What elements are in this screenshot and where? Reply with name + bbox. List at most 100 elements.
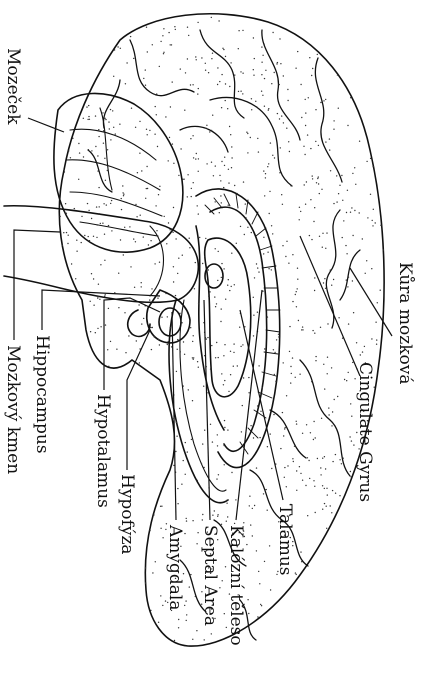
stipple-dot	[157, 146, 158, 147]
stipple-dot	[168, 160, 169, 161]
stipple-dot	[179, 313, 180, 314]
stipple-dot	[283, 362, 284, 363]
stipple-dot	[267, 446, 268, 447]
stipple-dot	[66, 232, 67, 233]
stipple-dot	[290, 185, 291, 186]
stipple-dot	[218, 474, 219, 475]
stipple-dot	[181, 322, 182, 323]
stipple-dot	[262, 55, 263, 56]
stipple-dot	[284, 477, 285, 478]
stipple-dot	[150, 610, 151, 611]
stipple-dot	[122, 192, 123, 193]
stipple-dot	[224, 464, 225, 465]
stipple-dot	[251, 109, 252, 110]
stipple-dot	[254, 58, 255, 59]
stipple-dot	[354, 210, 355, 211]
stipple-dot	[204, 430, 205, 431]
stipple-dot	[334, 399, 335, 400]
stipple-dot	[89, 119, 90, 120]
stipple-dot	[224, 157, 225, 158]
stipple-dot	[83, 118, 84, 119]
stipple-dot	[241, 431, 242, 432]
stipple-dot	[313, 221, 314, 222]
stipple-dot	[248, 613, 249, 614]
label-hypotalamus: Hypotalamus	[93, 394, 113, 508]
stipple-dot	[105, 294, 106, 295]
stipple-dot	[331, 425, 332, 426]
stipple-dot	[318, 176, 319, 177]
stipple-dot	[68, 150, 69, 151]
stipple-dot	[142, 110, 143, 111]
stipple-dot	[177, 488, 178, 489]
stipple-dot	[157, 298, 158, 299]
stipple-dot	[211, 130, 212, 131]
stipple-dot	[167, 344, 168, 345]
stipple-dot	[90, 331, 91, 332]
stipple-dot	[193, 359, 194, 360]
stipple-dot	[314, 290, 315, 291]
stipple-dot	[186, 520, 187, 521]
stipple-dot	[335, 493, 336, 494]
stipple-dot	[268, 109, 269, 110]
stipple-dot	[244, 234, 245, 235]
stipple-dot	[371, 268, 372, 269]
stipple-dot	[295, 294, 296, 295]
stipple-dot	[88, 210, 89, 211]
stipple-dot	[211, 345, 212, 346]
stipple-dot	[193, 182, 194, 183]
stipple-dot	[221, 524, 222, 525]
stipple-dot	[208, 72, 209, 73]
stipple-dot	[240, 71, 241, 72]
stipple-dot	[264, 44, 265, 45]
stipple-dot	[305, 99, 306, 100]
stipple-dot	[187, 196, 188, 197]
stipple-dot	[123, 194, 124, 195]
leader-cingulate-gyrus	[300, 236, 360, 376]
stipple-dot	[253, 69, 254, 70]
stipple-dot	[192, 639, 193, 640]
stipple-dot	[191, 188, 192, 189]
stipple-dot	[195, 596, 196, 597]
stipple-dot	[254, 277, 255, 278]
stipple-dot	[215, 201, 216, 202]
stipple-dot	[317, 458, 318, 459]
stipple-dot	[88, 105, 89, 106]
stipple-dot	[271, 269, 272, 270]
stipple-dot	[280, 63, 281, 64]
stipple-dot	[243, 522, 244, 523]
stipple-dot	[307, 515, 308, 516]
stipple-dot	[312, 68, 313, 69]
stipple-dot	[325, 141, 326, 142]
stipple-dot	[91, 273, 92, 274]
stipple-dot	[231, 157, 232, 158]
stipple-dot	[81, 216, 82, 217]
stipple-dot	[110, 139, 111, 140]
stipple-dot	[320, 467, 321, 468]
stipple-dot	[109, 128, 110, 129]
stipple-dot	[60, 216, 61, 217]
stipple-dot	[305, 125, 306, 126]
stipple-dot	[375, 222, 376, 223]
stipple-dot	[285, 256, 286, 257]
stipple-dot	[234, 74, 235, 75]
stipple-dot	[330, 269, 331, 270]
stipple-dot	[233, 352, 234, 353]
stipple-dot	[168, 341, 169, 342]
stipple-dot	[325, 468, 326, 469]
stipple-dot	[312, 178, 313, 179]
stipple-dot	[371, 338, 372, 339]
stipple-dot	[74, 208, 75, 209]
stipple-dot	[228, 391, 229, 392]
stipple-dot	[149, 130, 150, 131]
stipple-dot	[219, 212, 220, 213]
stipple-dot	[253, 315, 254, 316]
stipple-dot	[333, 129, 334, 130]
label-cingulate-gyrus: Cingulate Gyrus	[355, 362, 375, 502]
stipple-dot	[78, 179, 79, 180]
stipple-dot	[104, 234, 105, 235]
stipple-dot	[188, 389, 189, 390]
stipple-dot	[162, 537, 163, 538]
stipple-dot	[221, 202, 222, 203]
stipple-dot	[219, 81, 220, 82]
stipple-dot	[211, 633, 212, 634]
